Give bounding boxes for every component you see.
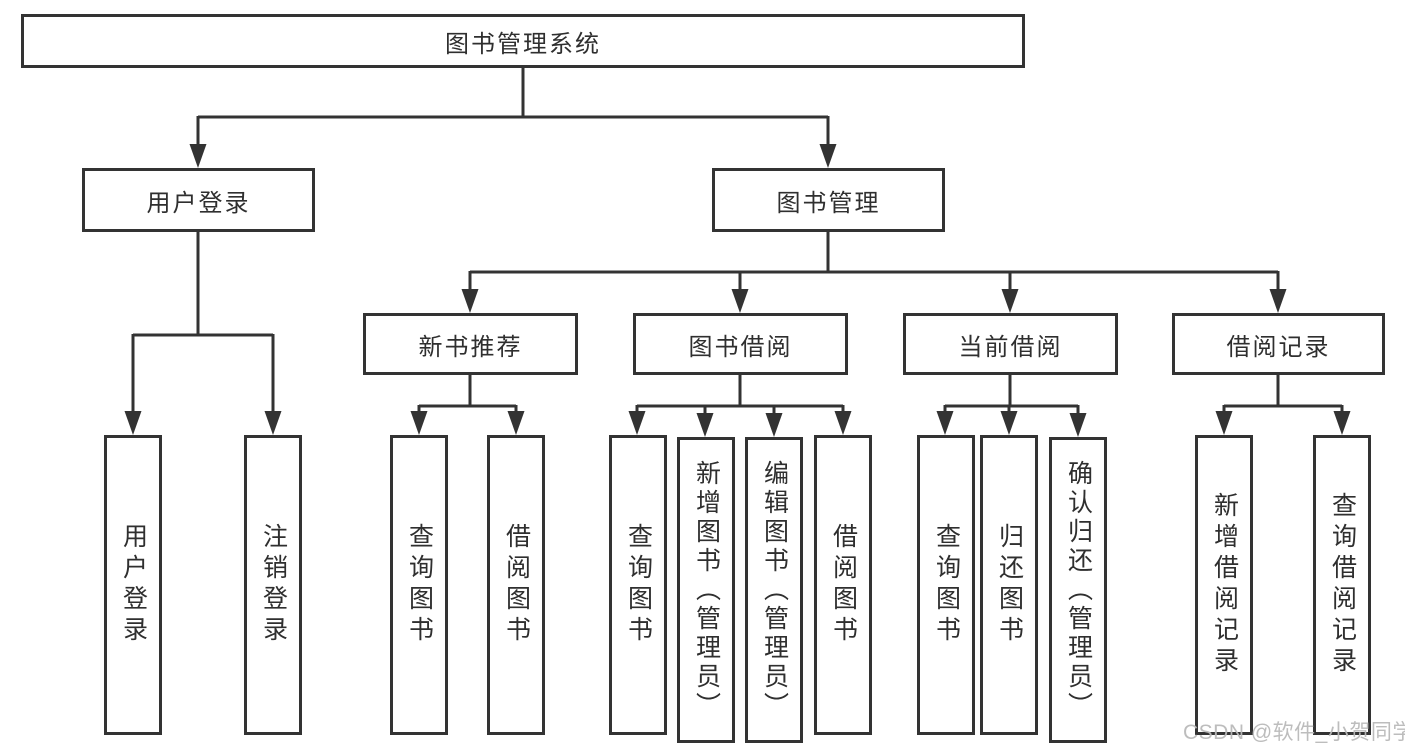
arrowheads-level2 [189,144,837,168]
node-leaf-edit-books-admin: 编辑图书（管理员） [745,437,803,743]
connector-borrow-records-group [1222,375,1344,414]
arrowheads-user-login-group [124,411,282,435]
node-leaf-confirm-return-admin: 确认归还（管理员） [1049,437,1107,743]
node-leaf-logout: 注销登录 [244,435,302,735]
leaf-label: 注销登录 [259,523,288,647]
node-leaf-add-borrow-record: 新增借阅记录 [1195,435,1253,735]
node-leaf-query-books-current: 查询图书 [917,435,975,735]
node-root-library-management-system: 图书管理系统 [21,14,1025,68]
arrowheads-new-books-group [410,411,525,435]
leaf-label: 借阅图书 [502,523,531,647]
node-leaf-user-login: 用户登录 [104,435,162,735]
node-leaf-add-books-admin: 新增图书（管理员） [677,437,735,743]
connector-new-books-group [417,375,518,414]
leaf-label: 确认归还（管理员） [1064,459,1093,721]
arrowheads-book-borrow-group [628,411,852,437]
connector-root-to-level2 [196,68,830,146]
arrowheads-level3 [461,289,1287,313]
node-leaf-borrow-books: 借阅图书 [814,435,872,735]
leaf-label: 查询图书 [405,523,434,647]
leaf-label: 新增图书（管理员） [692,459,721,721]
leaf-label: 用户登录 [119,523,148,647]
leaf-label: 借阅图书 [829,523,858,647]
node-new-book-recommendation: 新书推荐 [363,313,578,375]
connector-book-mgmt-to-level3 [468,232,1280,291]
connector-current-borrow-group [943,375,1080,414]
connector-book-borrow-group [635,375,845,414]
node-leaf-query-books-borrow: 查询图书 [609,435,667,735]
node-leaf-return-books: 归还图书 [980,435,1038,735]
leaf-label: 归还图书 [995,523,1024,647]
connector-user-login-group [131,232,275,413]
leaf-label: 查询图书 [932,523,961,647]
node-leaf-query-books-recommend: 查询图书 [390,435,448,735]
node-borrowing-records: 借阅记录 [1172,313,1385,375]
node-leaf-borrow-books-recommend: 借阅图书 [487,435,545,735]
arrowheads-current-borrow-group [936,411,1087,437]
leaf-label: 编辑图书（管理员） [760,459,789,721]
node-book-management-branch: 图书管理 [712,168,945,232]
node-leaf-query-borrow-record: 查询借阅记录 [1313,435,1371,735]
leaf-label: 新增借阅记录 [1210,492,1239,678]
leaf-label: 查询图书 [624,523,653,647]
arrowheads-borrow-records-group [1215,411,1351,435]
node-current-borrowing: 当前借阅 [903,313,1118,375]
leaf-label: 查询借阅记录 [1328,492,1357,678]
node-user-login-branch: 用户登录 [82,168,315,232]
node-book-borrowing: 图书借阅 [633,313,848,375]
csdn-watermark: CSDN @软件_小贺同学 [1183,721,1405,744]
